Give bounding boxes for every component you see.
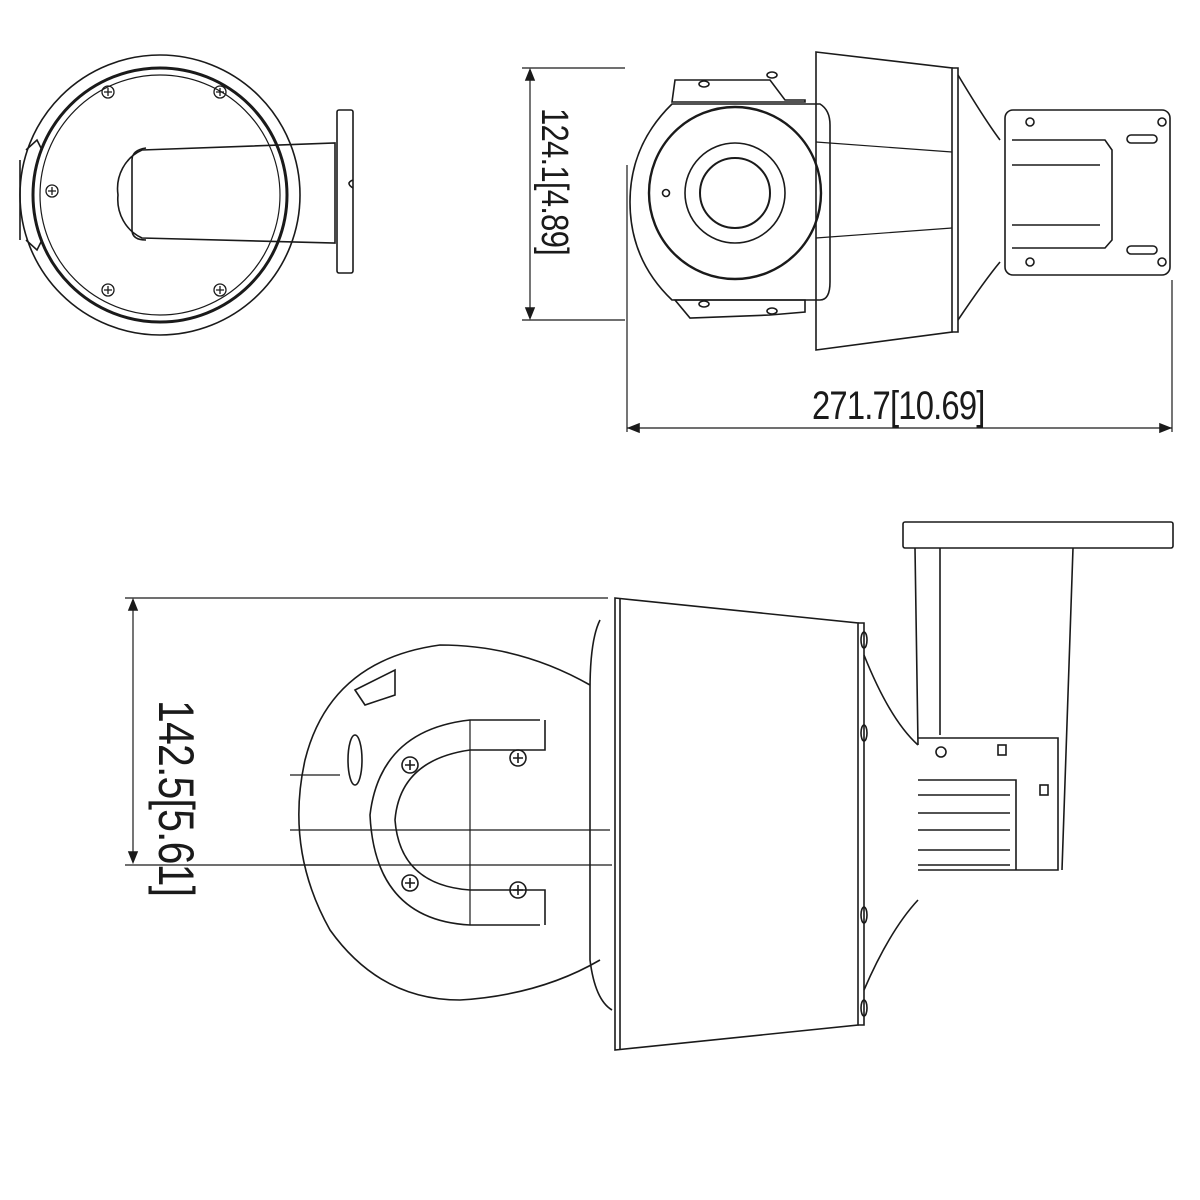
housing-notch: [25, 138, 43, 252]
side-view: [125, 521, 1174, 1051]
wall-mount-plate: [1004, 109, 1171, 276]
side-height-dimension-line: [125, 597, 612, 866]
side-yoke-arm: [369, 719, 540, 926]
camera-body: [815, 51, 953, 351]
side-screw-icons: [401, 749, 527, 899]
side-port: [347, 734, 363, 786]
sensor-dot: [661, 188, 671, 198]
top-view-height-label: 124.1[4.89]: [533, 108, 575, 255]
bezel-ring: [39, 74, 281, 316]
dimension-arrows-h: [626, 422, 1173, 434]
side-bracket-neck: [863, 654, 919, 991]
rear-screws: [860, 631, 868, 1017]
screw-icons: [45, 85, 227, 297]
side-head-edge: [589, 619, 613, 1011]
lens-glass: [699, 157, 771, 229]
arm-inner-edge: [131, 147, 147, 241]
camera-head: [629, 103, 831, 301]
mount-arm: [116, 142, 336, 244]
inner-housing-ring: [31, 66, 289, 324]
height-dimension-line: [522, 67, 625, 321]
top-view: [522, 51, 1173, 434]
top-view-length-label: 271.7[10.69]: [812, 384, 985, 428]
side-tab: [353, 668, 396, 706]
side-head: [298, 644, 601, 1001]
bracket-fins: [918, 779, 1017, 870]
front-view: [19, 54, 354, 336]
outer-housing-ring: [19, 54, 301, 336]
lens-outer-ring: [647, 105, 823, 281]
dimension-arrows: [524, 67, 536, 321]
bracket-channel: [1012, 139, 1113, 249]
side-dimension-arrows: [127, 597, 139, 865]
lens-ring: [684, 142, 786, 244]
wall-plate: [336, 109, 354, 274]
plate-notch: [348, 179, 354, 189]
bracket-box: [918, 737, 1059, 871]
side-wall-plate: [902, 521, 1174, 549]
side-view-height-label: 142.5[5.61]: [148, 700, 204, 897]
yoke-inner: [394, 720, 546, 925]
length-dimension-line: [626, 165, 1173, 432]
lower-yoke: [673, 299, 806, 319]
bracket-column: [914, 547, 1074, 871]
upper-yoke: [671, 79, 806, 103]
side-body: [614, 597, 859, 1051]
body-rear-flange: [952, 67, 959, 333]
bracket-neck: [957, 74, 1001, 321]
